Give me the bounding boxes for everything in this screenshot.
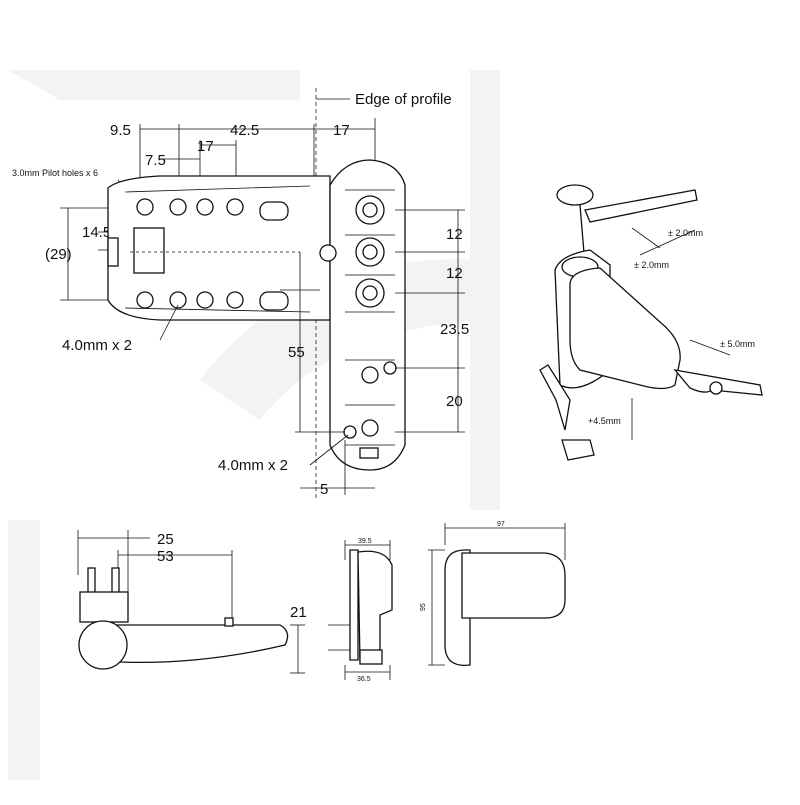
dim-21: 21 [290,604,307,621]
end-body [357,550,393,663]
pilot-hole [169,198,187,216]
plate-slot [133,227,165,274]
adjuster-arm-top [584,189,698,223]
dim-36-5: 36.5 [357,676,371,683]
dim-9-5: 9.5 [110,122,131,139]
hinge-knuckle [78,620,128,670]
dim-23-5: 23.5 [440,321,469,338]
fixing-hole [343,425,357,439]
hole-note-bottom: 4.0mm x 2 [218,457,288,474]
pilot-hole [169,291,187,309]
front-view: 97 95 [420,521,566,666]
dim-7-5: 7.5 [145,152,166,169]
adjuster-arm-left [539,364,571,431]
iso-view: ± 2.0mm ± 2.0mm ± 5.0mm +4.5mm [539,184,763,461]
tolerance-a: ± 2.0mm [668,228,703,238]
dim-25: 25 [157,531,174,548]
hinge-handle-side [98,624,289,664]
fixing-hole [383,361,397,375]
pilot-hole [226,291,244,309]
dim-5: 5 [320,481,328,498]
adjuster-cap [561,439,595,461]
hinge-body [569,267,681,390]
top-view: Edge of profile 9.5 42.5 17 7.5 17 3.0mm… [12,88,469,500]
dim-42-5: 42.5 [230,122,259,139]
dim-39-5: 39.5 [358,538,372,545]
pilot-hole [196,291,214,309]
dim-12-a: 12 [446,226,463,243]
pilot-hole [226,198,244,216]
hole-note-left: 4.0mm x 2 [62,337,132,354]
tolerance-b: ± 2.0mm [634,260,669,270]
tolerance-arrow [631,227,661,249]
adjuster-knob [556,184,594,206]
dim-97: 97 [497,521,505,528]
pilot-hole [136,198,154,216]
dim-17-top: 17 [333,122,350,139]
dim-55: 55 [288,344,305,361]
dim-95: 95 [420,603,427,611]
slot-hole [259,291,289,311]
dim-14-5: 14.5 [82,224,111,241]
dim-20: 20 [446,393,463,410]
mount-block [79,591,129,623]
dim-29: (29) [45,246,72,263]
pilot-hole [196,198,214,216]
pilot-hole [136,291,154,309]
side-view: 25 53 21 [77,530,307,674]
dim-12-b: 12 [446,265,463,282]
edge-of-profile-label: Edge of profile [355,91,452,108]
end-view: 39.5 36.5 [328,538,393,683]
dim-53: 53 [157,548,174,565]
slot-hole [259,201,289,221]
pilot-holes-note: 3.0mm Pilot holes x 6 [12,168,98,178]
dim-17-mid: 17 [197,138,214,155]
front-body [461,552,566,619]
tolerance-d: +4.5mm [588,416,621,426]
frame-leaf [329,159,406,471]
tolerance-c: ± 5.0mm [720,339,755,349]
